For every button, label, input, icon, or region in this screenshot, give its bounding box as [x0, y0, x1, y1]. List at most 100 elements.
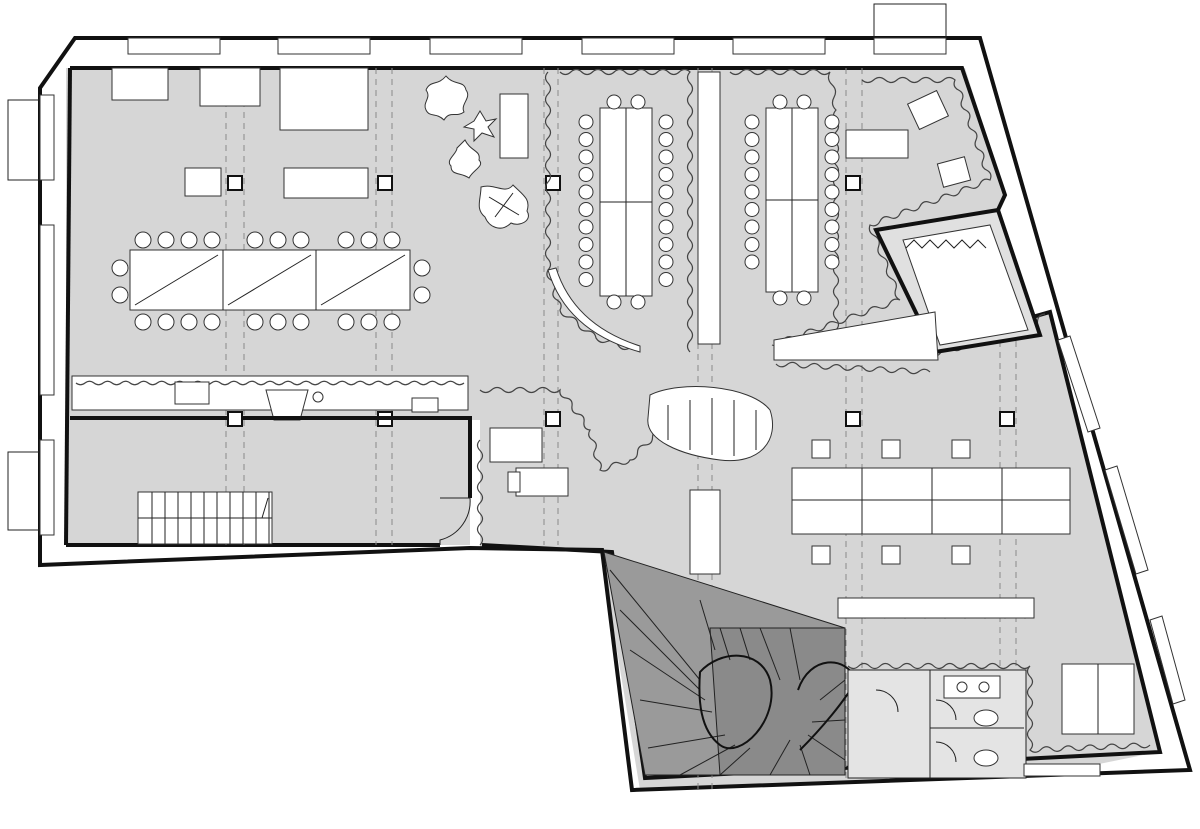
stool: [157, 313, 175, 331]
bench: [283, 167, 369, 199]
stool: [360, 231, 378, 249]
central-shelf: [697, 71, 721, 345]
stool: [292, 231, 310, 249]
bench: [773, 311, 939, 361]
column-icon: [227, 175, 243, 191]
plants: [424, 75, 529, 229]
sink-icon: [265, 389, 309, 421]
top-windows: [127, 3, 947, 55]
chair: [658, 167, 674, 182]
sink-icon: [956, 681, 968, 693]
stool: [360, 313, 378, 331]
chair: [578, 254, 594, 270]
column-icon: [377, 175, 393, 191]
chair: [578, 114, 594, 130]
chair: [658, 149, 674, 165]
right-windows: [1057, 335, 1186, 705]
window: [39, 224, 55, 396]
column-icon: [227, 411, 243, 427]
stool: [881, 439, 901, 459]
desk: [515, 467, 569, 497]
window: [1104, 465, 1149, 575]
chair: [824, 184, 840, 200]
chair: [606, 294, 622, 310]
balcony-door-icon: [873, 3, 947, 38]
stool: [951, 439, 971, 459]
armchair: [906, 89, 950, 131]
chair: [578, 237, 594, 252]
window: [127, 37, 221, 55]
chair: [578, 167, 594, 182]
stool: [269, 231, 287, 249]
interior-walls: [70, 416, 472, 545]
cabinet: [111, 67, 169, 101]
workspace-tables: [791, 439, 1071, 565]
service-core: [773, 207, 1043, 361]
chair: [744, 184, 760, 200]
chair: [824, 254, 840, 270]
door-swing-icon: [439, 497, 471, 545]
left-windows: [7, 94, 55, 536]
spiral-stair: [603, 551, 858, 776]
side-table: [184, 167, 222, 197]
chair: [772, 94, 788, 110]
window: [1149, 615, 1186, 705]
chair: [578, 219, 594, 235]
straight-stair: [137, 491, 273, 545]
table: [647, 386, 774, 462]
chair: [824, 167, 840, 182]
chair: [824, 219, 840, 235]
stool: [413, 286, 431, 304]
meeting-table-2: [744, 94, 840, 306]
chair: [658, 237, 674, 252]
window: [39, 439, 55, 536]
chair: [824, 202, 840, 217]
stool: [203, 231, 221, 249]
tap-icon: [312, 391, 324, 403]
stool: [337, 231, 355, 249]
stool-row: [111, 231, 431, 331]
stool: [337, 313, 355, 331]
curved-partition: [547, 267, 641, 353]
plant-icon: [462, 110, 498, 143]
window: [277, 37, 371, 55]
chair: [578, 184, 594, 200]
stool: [134, 231, 152, 249]
chair: [606, 94, 622, 110]
stool: [811, 545, 831, 565]
bench: [689, 489, 721, 575]
chair: [578, 202, 594, 217]
chair: [744, 114, 760, 130]
lounge: [845, 89, 972, 188]
column-icon: [545, 411, 561, 427]
stool: [246, 231, 264, 249]
stool: [180, 231, 198, 249]
chair: [824, 237, 840, 252]
door-swing-icon: [875, 689, 957, 763]
wave-bench: [837, 597, 1035, 619]
kitchen-counter: [71, 375, 469, 421]
chair: [744, 202, 760, 217]
window: [732, 37, 826, 55]
stool: [203, 313, 221, 331]
cabinet: [279, 67, 369, 131]
chair: [578, 149, 594, 165]
column-icon: [845, 175, 861, 191]
sofa: [845, 129, 909, 159]
window: [429, 37, 523, 55]
stool: [269, 313, 287, 331]
door-swing-icon: [7, 451, 40, 531]
chair: [796, 94, 812, 110]
cabinet: [199, 67, 261, 107]
bathrooms: [847, 663, 1135, 779]
stool: [811, 439, 831, 459]
chair: [744, 132, 760, 147]
window: [39, 94, 55, 181]
stool: [383, 313, 401, 331]
chair: [744, 167, 760, 182]
bench: [837, 597, 1035, 619]
table: [791, 467, 1071, 535]
chair: [658, 184, 674, 200]
plant-icon: [448, 139, 482, 179]
